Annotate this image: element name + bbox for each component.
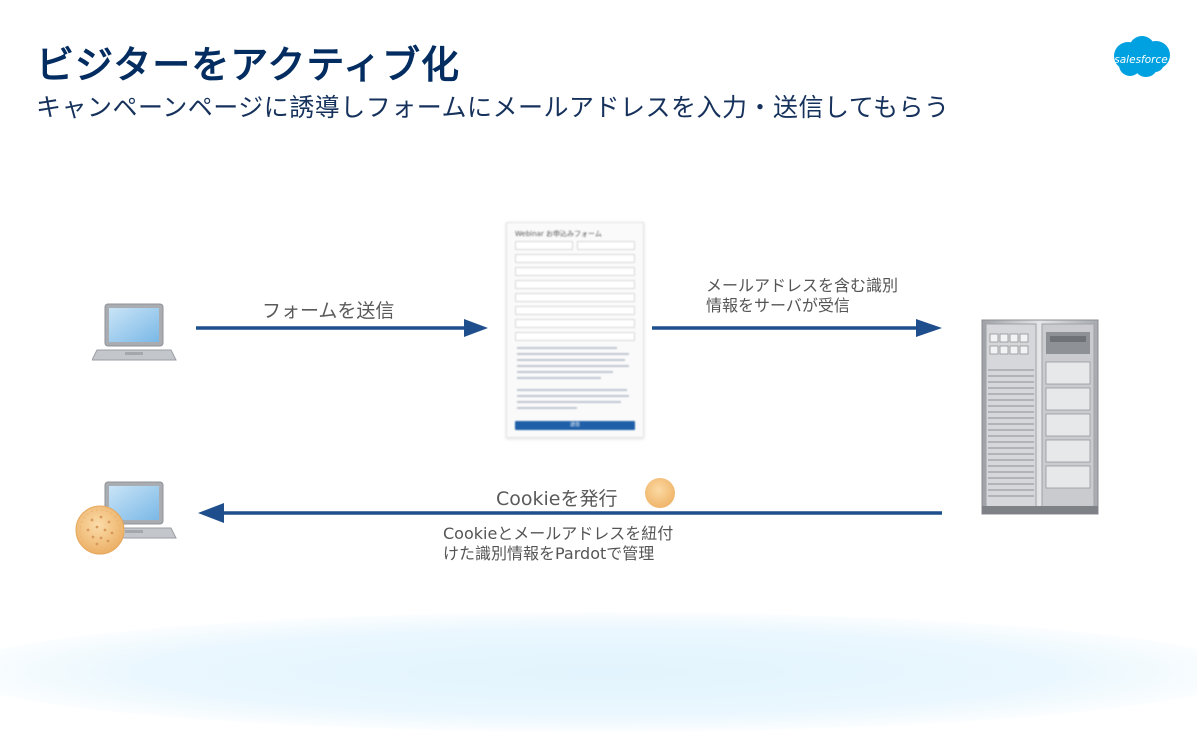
page-title: ビジターをアクティブ化 xyxy=(36,43,461,87)
cookie-icon xyxy=(75,505,125,555)
form-title: Webinar お申込みフォーム xyxy=(515,230,602,238)
arrow-cookie xyxy=(198,503,942,523)
label-cookie-issue: Cookieを発行 xyxy=(496,488,618,510)
label-server-receive: メールアドレスを含む識別 情報をサーバが受信 xyxy=(706,276,899,315)
logo-text: salesforce xyxy=(1114,54,1167,66)
bottom-decoration xyxy=(0,612,1197,732)
page-subtitle: キャンペーンページに誘導しフォームにメールアドレスを入力・送信してもらう xyxy=(36,93,950,122)
arrow-receive xyxy=(652,319,942,337)
salesforce-logo: salesforce xyxy=(1114,36,1170,77)
label-pardot-manage: Cookieとメールアドレスを紐付 けた識別情報をPardotで管理 xyxy=(443,524,674,563)
server-icon xyxy=(981,319,1099,515)
cookie-icon xyxy=(645,478,675,508)
laptop-icon xyxy=(92,303,177,361)
form-icon: Webinar お申込みフォーム 送信 xyxy=(506,222,644,438)
label-submit-form: フォームを送信 xyxy=(262,300,395,322)
form-submit-button: 送信 xyxy=(515,421,635,430)
arrow-submit xyxy=(196,319,488,337)
